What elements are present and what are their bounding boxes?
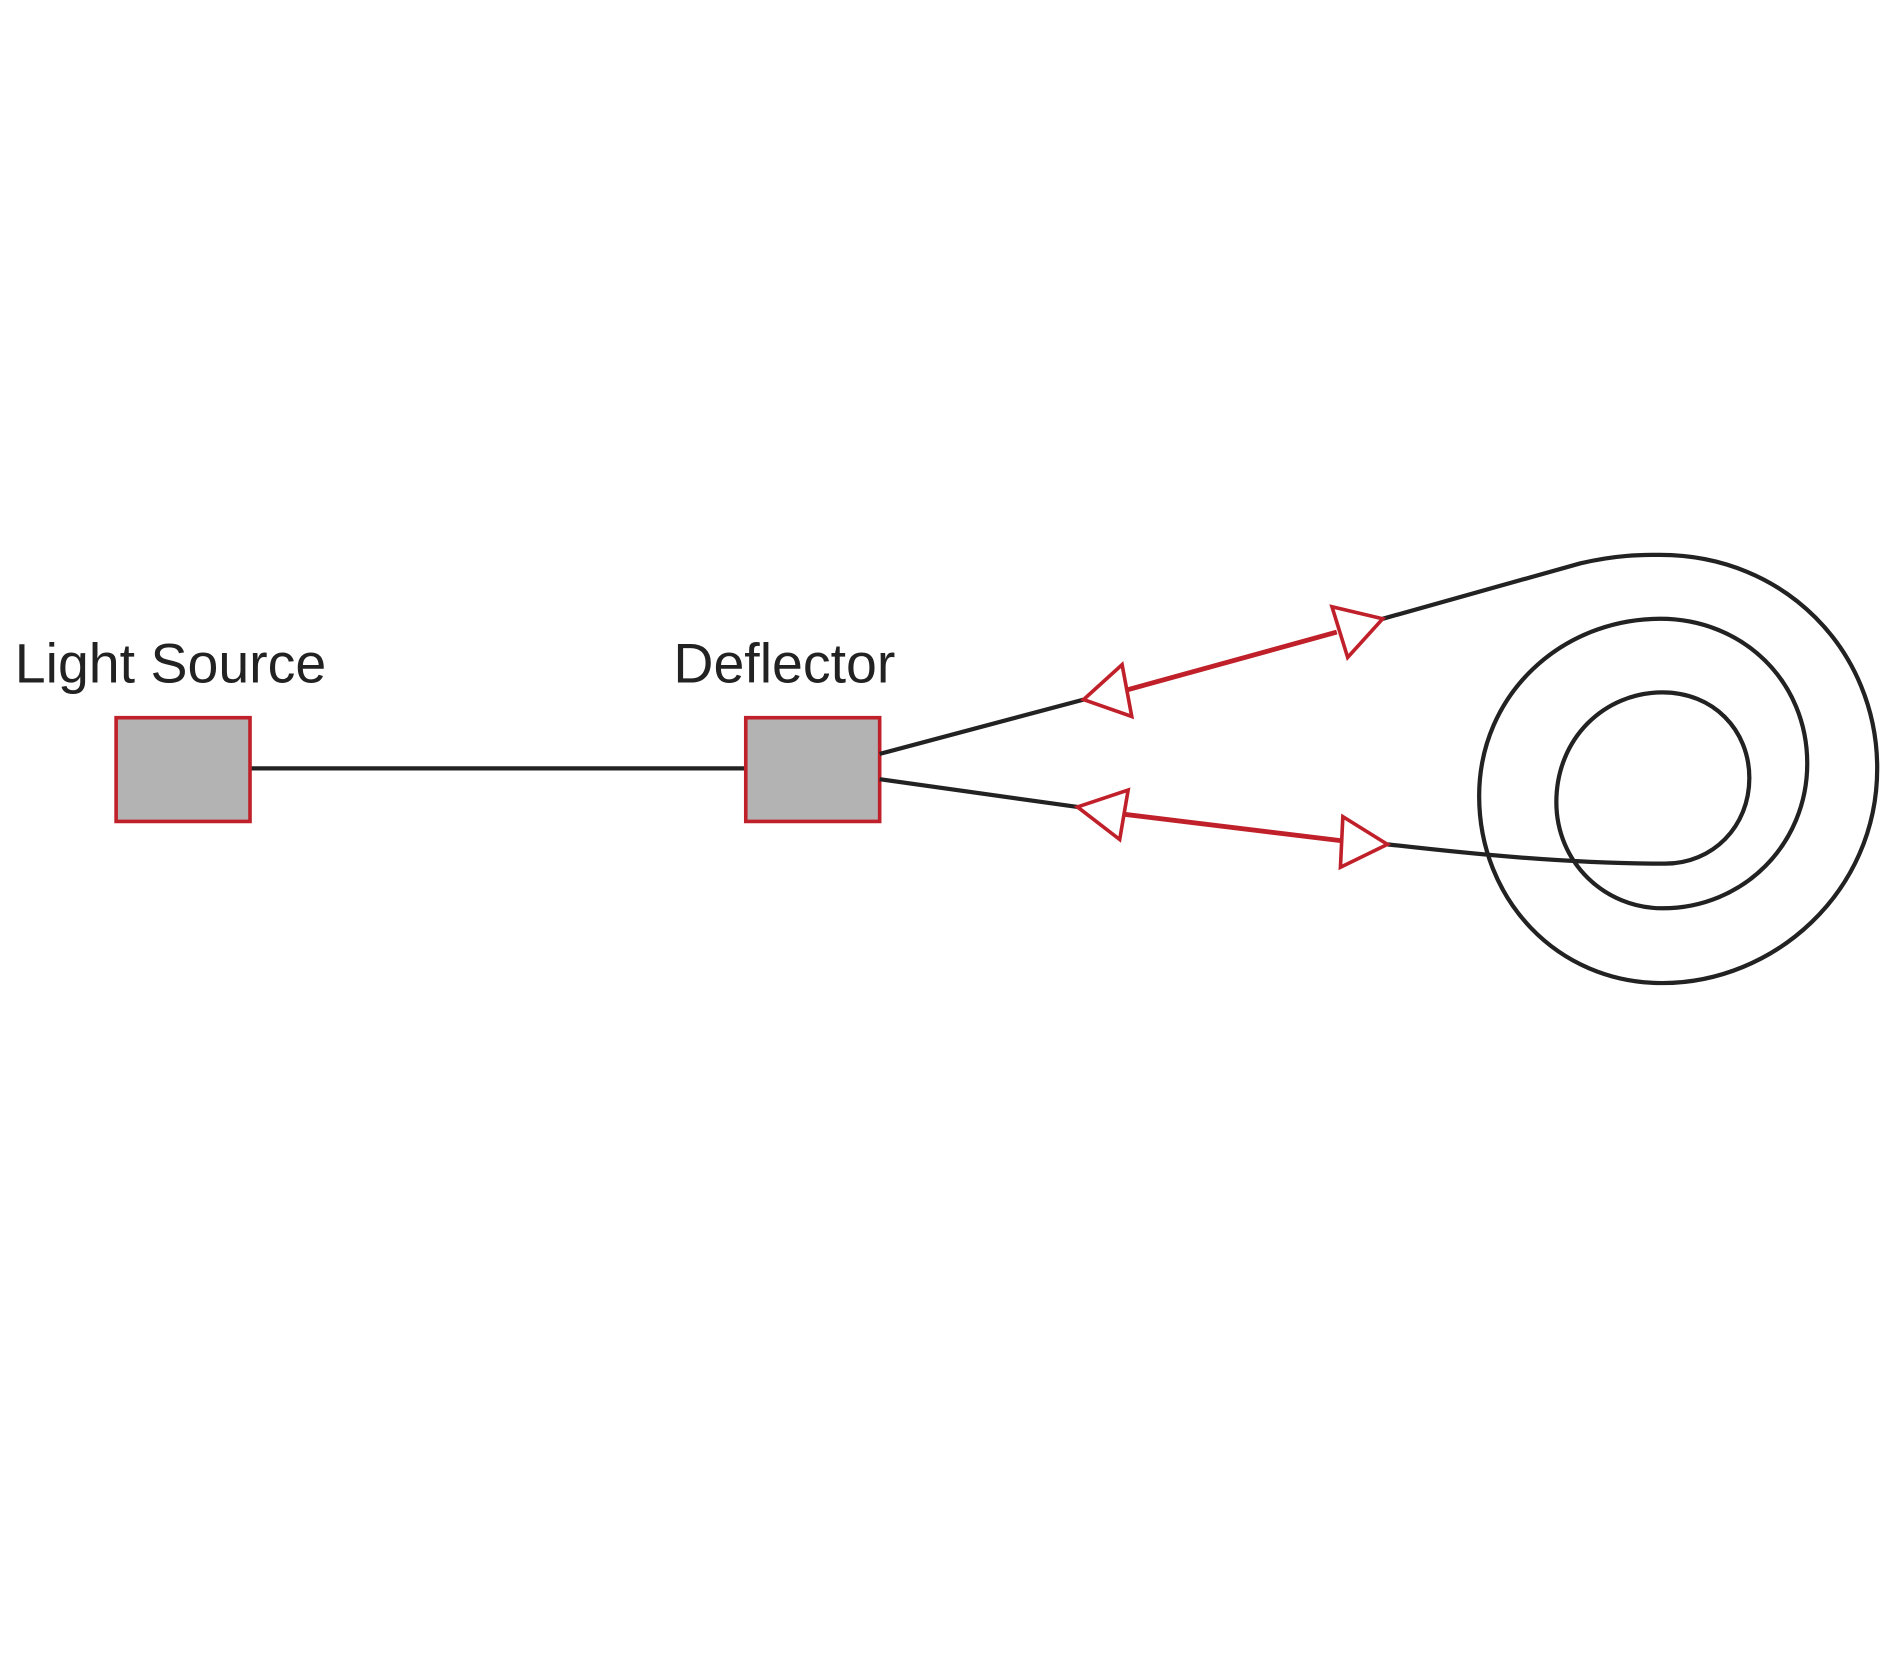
arrowhead-right-icon [1338, 813, 1392, 871]
upper-arrow-shaft [1126, 629, 1338, 693]
deflector-box [743, 715, 882, 824]
light-source-box [114, 715, 252, 824]
upper-bidirectional-arrow [1080, 604, 1387, 720]
light-source-label: Light Source [15, 633, 326, 695]
lower-bidirectional-arrow [1073, 787, 1392, 871]
fiber-coil [1382, 552, 1880, 986]
lower-arrow-shaft [1123, 811, 1342, 844]
deflector-label: Deflector [673, 633, 895, 695]
arrowhead-right-icon [1329, 604, 1387, 661]
lower-fiber-branch [879, 777, 1078, 810]
upper-fiber-branch [879, 697, 1085, 756]
arrowhead-left-icon [1073, 787, 1131, 843]
arrowhead-left-icon [1080, 661, 1135, 720]
